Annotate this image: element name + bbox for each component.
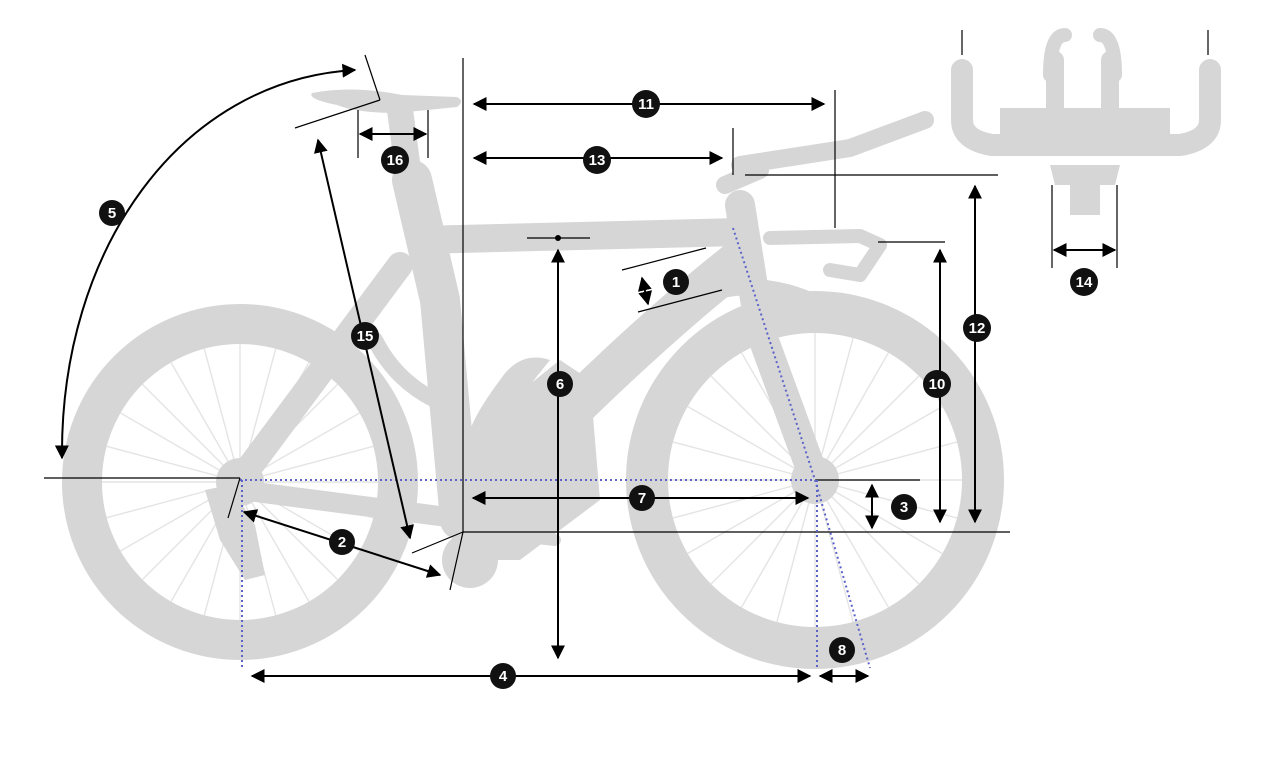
svg-text:15: 15 [357, 328, 374, 345]
wheel-spoke [814, 352, 890, 481]
svg-text:5: 5 [108, 205, 116, 222]
badge-7: 7 [629, 485, 655, 511]
svg-text:7: 7 [638, 490, 646, 507]
wheel-spoke [814, 375, 920, 481]
badge-13: 13 [583, 146, 611, 174]
wheel-spoke [814, 405, 943, 481]
svg-text:16: 16 [387, 152, 404, 169]
wheel-spoke [687, 405, 816, 481]
bike-frame [227, 97, 838, 560]
svg-text:2: 2 [338, 534, 346, 551]
badge-2: 2 [329, 529, 355, 555]
svg-text:3: 3 [900, 499, 908, 516]
badge-11: 11 [632, 90, 660, 118]
bike-silhouette [62, 28, 1221, 669]
svg-text:8: 8 [838, 642, 846, 659]
chainring [442, 532, 498, 588]
badge-8: 8 [829, 637, 855, 663]
saddle [311, 89, 461, 113]
wheel-spoke [814, 479, 854, 623]
wheel-spoke [814, 479, 890, 608]
badge-16: 16 [381, 146, 409, 174]
svg-text:1: 1 [672, 274, 680, 291]
badge-4: 4 [490, 663, 516, 689]
badge-15: 15 [351, 322, 379, 350]
badge-1: 1 [663, 269, 689, 295]
svg-text:12: 12 [969, 320, 986, 337]
badge-14: 14 [1070, 268, 1098, 296]
svg-text:4: 4 [499, 668, 508, 685]
badge-12: 12 [963, 314, 991, 342]
wheel-spoke [672, 441, 816, 481]
badge-6: 6 [547, 371, 573, 397]
badge-10: 10 [923, 370, 951, 398]
cockpit-front-view [951, 28, 1221, 215]
svg-text:11: 11 [638, 96, 654, 113]
aerobars [731, 111, 934, 282]
badge-5: 5 [99, 200, 125, 226]
svg-text:6: 6 [556, 376, 564, 393]
svg-text:10: 10 [929, 376, 946, 393]
svg-text:13: 13 [589, 152, 606, 169]
badge-3: 3 [891, 494, 917, 520]
svg-text:14: 14 [1076, 274, 1093, 291]
